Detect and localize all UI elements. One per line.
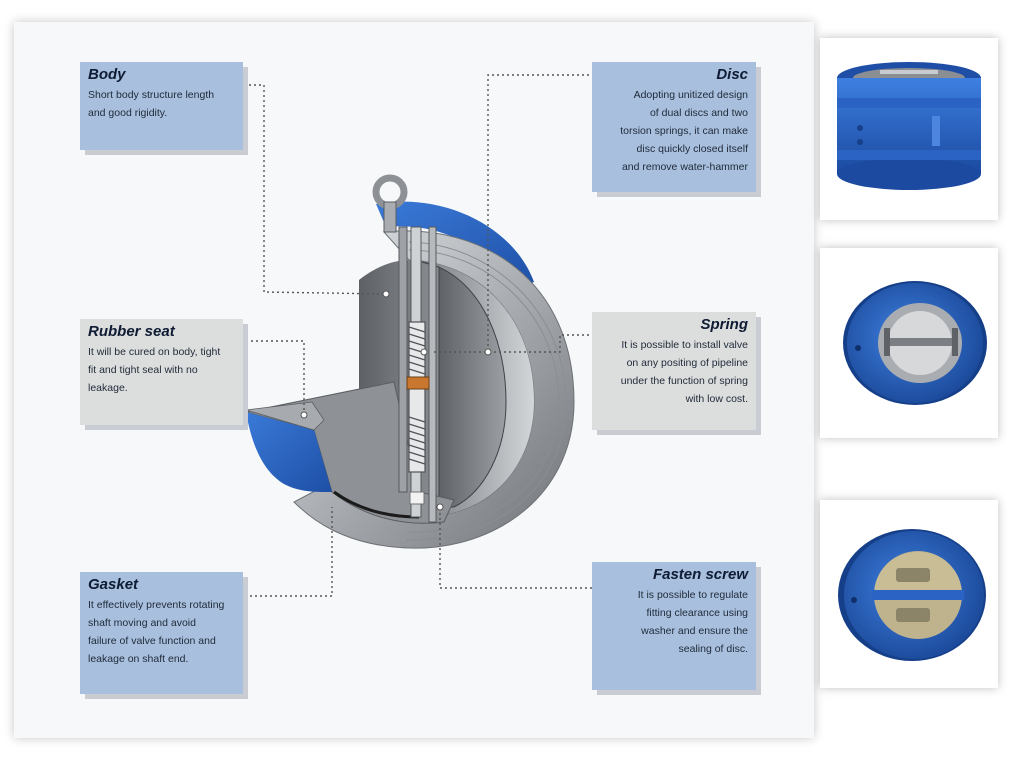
callout-spring-line: on any positing of pipeline <box>626 357 748 369</box>
valve-diagram-panel: Body Short body structure length and goo… <box>14 22 814 738</box>
callout-gasket-line: It effectively prevents rotating <box>88 599 225 611</box>
callout-fasten-screw: Fasten screw It is possible to regulate … <box>592 562 756 690</box>
callout-gasket-line: failure of valve function and <box>88 635 216 647</box>
callout-rubber-seat-title: Rubber seat <box>88 323 175 340</box>
callout-gasket-title: Gasket <box>88 576 139 593</box>
callout-rubber-seat-line: It will be cured on body, tight <box>88 346 221 358</box>
torsion-spring <box>408 321 426 473</box>
callout-body: Body Short body structure length and goo… <box>80 62 243 150</box>
callout-body-title: Body <box>88 66 126 83</box>
callout-fasten-screw-line: sealing of disc. <box>678 643 748 655</box>
callout-gasket-line: shaft moving and avoid <box>88 617 196 629</box>
callout-body-line: Short body structure length <box>88 89 215 101</box>
callout-rubber-seat: Rubber seat It will be cured on body, ti… <box>80 319 243 425</box>
callout-rubber-seat-line: fit and tight seal with no <box>88 364 198 376</box>
callout-fasten-screw-line: It is possible to regulate <box>637 589 748 601</box>
callout-gasket: Gasket It effectively prevents rotating … <box>80 572 243 694</box>
valve-disc <box>421 261 507 508</box>
valve-body-blue-rim <box>376 201 534 290</box>
valve-side-view-image <box>837 62 981 190</box>
callout-disc-line: disc quickly closed itself <box>636 143 748 155</box>
callout-spring-line: with low cost. <box>685 393 748 405</box>
thumbnail-valve-side-view[interactable] <box>820 38 998 220</box>
callout-disc-line: Adopting unitized design <box>633 89 748 101</box>
thumbnail-valve-front-closed-view[interactable] <box>820 500 998 688</box>
callout-body-line: and good rigidity. <box>88 107 168 119</box>
callout-fasten-screw-title: Fasten screw <box>652 566 748 583</box>
thumbnail-valve-front-open-view[interactable] <box>820 248 998 438</box>
callout-spring-title: Spring <box>700 316 749 333</box>
callout-disc-line: and remove water-hammer <box>621 161 748 173</box>
callout-spring: Spring It is possible to install valve o… <box>592 312 756 430</box>
callout-fasten-screw-line: fitting clearance using <box>646 607 748 619</box>
callout-spring-line: It is possible to install valve <box>621 339 748 351</box>
callout-fasten-screw-line: washer and ensure the <box>641 625 748 637</box>
callout-disc-line: torsion springs, it can make <box>620 125 748 137</box>
callout-rubber-seat-line: leakage. <box>88 382 128 394</box>
callout-disc-line: of dual discs and two <box>649 107 748 119</box>
valve-front-open-view-image <box>843 281 987 405</box>
callout-spring-line: under the function of spring <box>620 375 748 387</box>
callout-disc: Disc Adopting unitized design of dual di… <box>592 62 756 192</box>
callout-gasket-line: leakage on shaft end. <box>88 653 189 665</box>
callout-disc-title: Disc <box>716 66 748 83</box>
valve-front-closed-view-image <box>838 529 986 661</box>
